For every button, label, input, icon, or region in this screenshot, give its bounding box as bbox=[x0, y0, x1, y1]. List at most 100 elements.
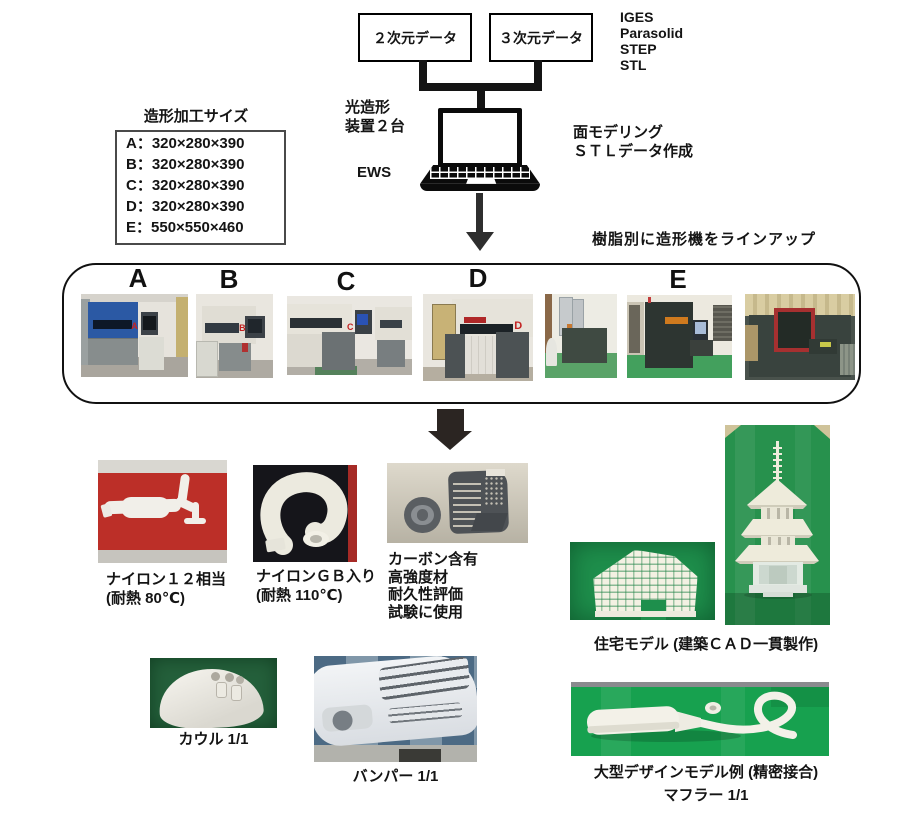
photo-detail bbox=[224, 673, 234, 683]
house-caption: 住宅モデル (建築ＣＡＤ一貫製作) bbox=[593, 636, 819, 653]
bumper-photo bbox=[314, 656, 477, 762]
lineup-caption: 樹脂別に造形機をラインアップ bbox=[592, 231, 817, 248]
bumper-caption: バンパー 1/1 bbox=[352, 768, 439, 785]
format-item: STEP bbox=[620, 41, 657, 57]
nylongb-art bbox=[253, 465, 357, 562]
machine-photo-d: D bbox=[423, 294, 533, 381]
photo-detail bbox=[216, 681, 228, 698]
photo-detail bbox=[445, 334, 465, 378]
photo-detail bbox=[357, 314, 369, 326]
device-label-line1: 光造形 bbox=[345, 99, 391, 116]
size-item: C：320×280×390 bbox=[126, 177, 245, 194]
photo-detail bbox=[545, 294, 553, 362]
connector-line bbox=[534, 60, 542, 91]
format-item: IGES bbox=[620, 9, 654, 25]
nylongb-photo bbox=[253, 465, 357, 562]
size-item: E：550×550×460 bbox=[126, 219, 244, 236]
laptop-keys bbox=[429, 167, 531, 179]
photo-detail bbox=[495, 332, 529, 378]
machine-photo-tanks bbox=[545, 294, 617, 378]
down-arrow-shaft bbox=[476, 193, 483, 233]
big-arrow-shaft bbox=[437, 409, 464, 432]
bumper-body bbox=[314, 656, 477, 748]
big-arrow-head bbox=[428, 431, 472, 450]
nylongb-caption-line1: ナイロンＧＢ入り bbox=[256, 568, 377, 585]
modeling-label: 面モデリング ＳＴＬデータ作成 bbox=[573, 124, 693, 162]
photo-detail bbox=[322, 332, 355, 371]
photo-detail bbox=[562, 327, 607, 363]
muffler-photo bbox=[571, 682, 829, 756]
photo-detail bbox=[545, 337, 558, 367]
carbon-photo bbox=[387, 463, 528, 543]
carbon-caption: カーボン含有 高強度材 耐久性評価 試験に使用 bbox=[388, 551, 478, 621]
photo-detail bbox=[314, 365, 357, 375]
machine-label-e: E bbox=[669, 264, 687, 294]
machine-photo-a: A bbox=[81, 294, 188, 377]
machine-body-letter: A bbox=[131, 321, 138, 332]
carbon-caption-line: 高強度材 bbox=[388, 568, 449, 586]
size-panel-title: 造形加工サイズ bbox=[143, 108, 249, 125]
connector-line bbox=[419, 83, 542, 91]
down-arrow-head bbox=[465, 232, 494, 251]
carbon-caption-line: 試験に使用 bbox=[388, 603, 464, 621]
nylongb-caption-line2: (耐熱 110℃) bbox=[256, 586, 343, 604]
photo-detail bbox=[81, 294, 188, 303]
photo-detail bbox=[745, 324, 759, 362]
size-item: D：320×280×390 bbox=[126, 198, 245, 215]
photo-detail bbox=[594, 610, 697, 617]
machine-body-letter: C bbox=[347, 321, 354, 332]
photo-detail bbox=[210, 672, 220, 681]
size-item: B：320×280×390 bbox=[126, 156, 245, 173]
carbon-caption-line: 耐久性評価 bbox=[388, 586, 464, 603]
photo-detail bbox=[104, 498, 183, 515]
laptop-base bbox=[420, 184, 540, 191]
connector-line bbox=[477, 91, 485, 112]
photo-detail bbox=[377, 340, 405, 368]
machine-photo-redwindow bbox=[745, 294, 855, 380]
photo-detail bbox=[690, 339, 714, 357]
photo-detail bbox=[464, 335, 496, 375]
machine-photo-c: C bbox=[287, 296, 412, 375]
spro-logo bbox=[664, 316, 688, 325]
photo-detail bbox=[471, 512, 509, 531]
connector-line bbox=[419, 60, 427, 91]
photo-detail bbox=[695, 322, 706, 334]
machine-label-c: C bbox=[336, 266, 356, 296]
format-item: STL bbox=[620, 57, 647, 73]
ews-label: EWS bbox=[357, 164, 392, 181]
photo-detail bbox=[247, 319, 263, 333]
photo-detail bbox=[644, 301, 694, 369]
photo-detail bbox=[398, 749, 442, 762]
house-model-photo bbox=[570, 542, 715, 620]
format-item: Parasolid bbox=[620, 25, 684, 41]
nylon12-caption-line2: (耐熱 80℃) bbox=[106, 589, 186, 607]
machine-label-d: D bbox=[468, 263, 488, 293]
photo-detail bbox=[289, 318, 342, 329]
machine-body-letter: B bbox=[239, 323, 246, 334]
photo-detail bbox=[485, 469, 506, 476]
input-2d-box: ２次元データ bbox=[358, 13, 472, 62]
modeling-label-line1: 面モデリング bbox=[573, 124, 664, 141]
photo-detail bbox=[184, 517, 207, 524]
photo-detail bbox=[839, 343, 855, 375]
photo-detail bbox=[773, 307, 815, 352]
pagoda-photo bbox=[725, 425, 830, 625]
machine-label-b: B bbox=[219, 264, 239, 294]
cowl-caption: カウル 1/1 bbox=[178, 731, 249, 748]
input-3d-box: ３次元データ bbox=[489, 13, 593, 62]
photo-detail bbox=[648, 296, 652, 304]
photo-detail bbox=[629, 304, 640, 354]
photo-detail bbox=[231, 684, 243, 701]
machine-body-letter: D bbox=[514, 319, 523, 332]
photo-detail bbox=[242, 342, 248, 352]
laptop-icon bbox=[420, 105, 540, 193]
photo-detail bbox=[379, 319, 402, 328]
photo-detail bbox=[566, 324, 573, 330]
photo-detail bbox=[176, 297, 188, 358]
photo-detail bbox=[88, 337, 138, 365]
muffler-caption: マフラー 1/1 bbox=[663, 787, 749, 804]
photo-detail bbox=[484, 475, 505, 507]
machine-photo-e bbox=[627, 295, 732, 378]
photo-detail bbox=[314, 745, 477, 762]
